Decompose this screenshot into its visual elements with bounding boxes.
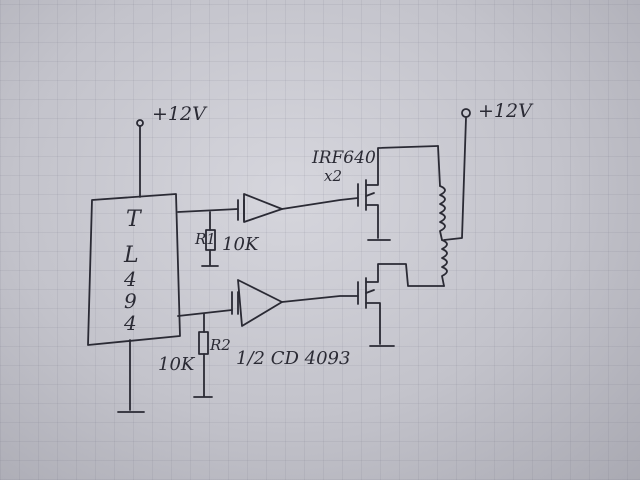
right-supply-terminal — [461, 108, 471, 118]
chip-label-2: L — [123, 243, 139, 268]
chip-label-1: T — [126, 207, 143, 232]
r1-value: 10K — [222, 234, 260, 255]
lower-mosfet-source — [365, 302, 395, 347]
buffer-part-label: 1/2 CD 4093 — [236, 348, 350, 369]
right-supply: +12V — [443, 100, 534, 241]
upper-output-wire — [177, 208, 239, 213]
primary-winding-upper — [439, 185, 446, 241]
primary-top-lead — [437, 145, 441, 187]
right-supply-label: +12V — [478, 100, 534, 122]
upper-gate-wire — [281, 197, 359, 210]
mosfet-count-label: x2 — [324, 167, 342, 185]
r1-name: R1 — [194, 230, 216, 248]
upper-mosfet-source — [365, 204, 391, 241]
lower-channel: R2 10K 1/2 CD 4093 — [158, 279, 359, 398]
left-supply-label: +12V — [152, 103, 208, 125]
upper-channel: R1 10K — [177, 193, 359, 267]
lower-mosfet-arrow — [365, 289, 375, 294]
chip-label-3: 4 — [123, 267, 137, 291]
upper-mosfet: IRF640 x2 — [311, 145, 439, 241]
left-supply: +12V — [136, 103, 208, 198]
primary-winding-lower — [441, 239, 448, 287]
lower-buffer-input-mark — [231, 291, 239, 315]
mosfet-part-label: IRF640 — [311, 148, 376, 168]
upper-mosfet-arrow — [365, 192, 375, 197]
lower-gate-wire — [281, 295, 359, 303]
upper-mosfet-drain — [365, 145, 439, 186]
chip-label-4: 9 — [124, 289, 137, 313]
lower-mosfet — [357, 263, 445, 347]
r2-value: 10K — [158, 354, 196, 375]
upper-buffer — [243, 193, 283, 223]
lower-output-wire — [177, 309, 233, 317]
r2-ground — [193, 353, 213, 398]
tl494-chip: T L 4 9 4 — [87, 193, 181, 413]
chip-label-5: 4 — [123, 311, 137, 335]
r2-name: R2 — [209, 336, 231, 354]
right-supply-wire — [443, 117, 467, 241]
r2-resistor — [198, 331, 209, 355]
chip-body — [87, 193, 181, 346]
transformer — [437, 145, 448, 287]
lower-buffer — [237, 279, 283, 327]
r1-ground — [201, 249, 219, 267]
lower-mosfet-drain — [365, 263, 445, 287]
